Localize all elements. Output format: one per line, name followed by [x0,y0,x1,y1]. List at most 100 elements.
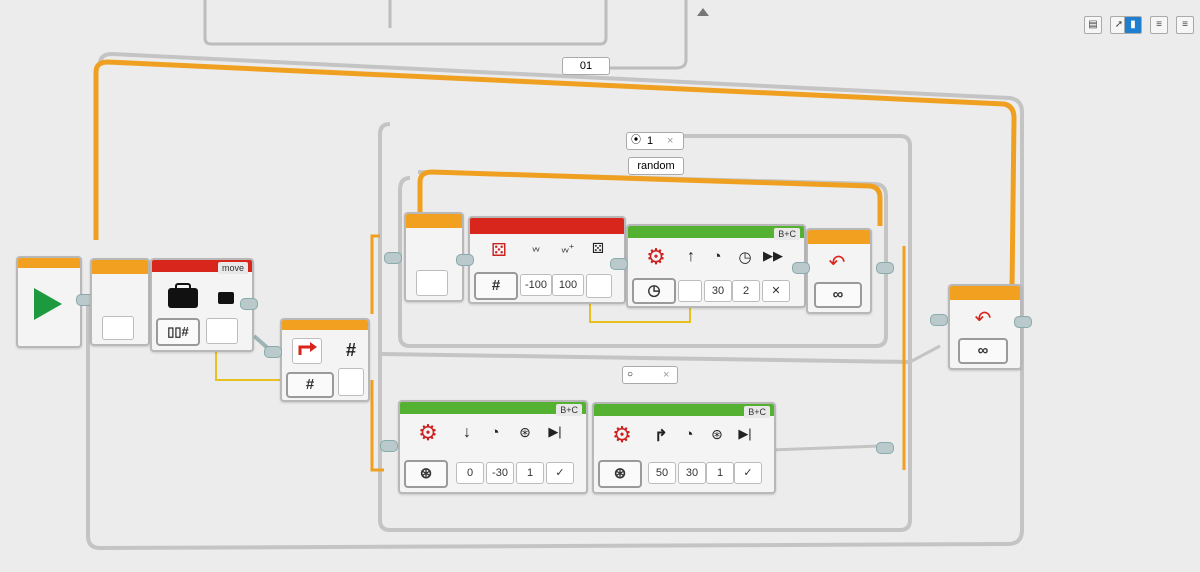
steer-left-mode-selector[interactable]: ⊛ [404,460,448,488]
remove-case-icon[interactable]: × [663,369,670,381]
scroll-up-arrow[interactable] [697,8,709,16]
outer-loop-end-plug-in [930,314,948,326]
seq-wire-4 [909,344,941,364]
book-icon: ▯▯ [167,324,182,339]
switch-input-slot[interactable] [338,368,364,396]
random-block[interactable]: ⚄ ᵥᵥ ᵥᵥ⁺ ⚄ # -100 100 [468,216,626,304]
steer-right-mode-selector[interactable]: ⊛ [598,460,642,488]
random-header [470,218,624,234]
steer-top-port[interactable]: B+C [774,228,800,240]
steer-left-rotations[interactable]: 1 [516,462,544,484]
move-mode-selector[interactable]: ▯▯# [156,318,200,346]
move-steering-block-top[interactable]: B+C ⚙ ↑ ◔ ◷ ▶▶ ◷ 30 2 ✕ [626,224,806,308]
data-wire-random-to-steer [589,300,691,323]
random-output-slot [586,274,612,298]
rotations-icon: ⊛ [519,424,531,440]
steer-top-seconds[interactable]: 2 [732,280,760,302]
inner-loop-end[interactable]: ↶ ∞ [806,228,872,314]
outer-loop-name[interactable]: 01 [562,57,610,75]
outer-loop-end[interactable]: ↶ ∞ [948,284,1022,370]
steer-right-power[interactable]: 30 [678,462,706,484]
seq-wire-3 [769,444,881,452]
steer-top-header [628,226,804,238]
start-header [18,258,80,268]
comment-icon[interactable]: ▤ [1084,16,1102,34]
flow-wire-case-false [370,380,384,472]
switch-divider [379,352,911,364]
inner-loop-frame [398,170,888,348]
move-variable-block[interactable]: move ▯▯# [150,258,254,352]
steer-top-brake[interactable]: ✕ [762,280,790,302]
loop-start-slot [102,316,134,340]
switch-plug [264,346,282,358]
loop-icon: ↶ [828,252,846,274]
inner-case-plug [384,252,402,264]
direction-up-icon: ↑ [687,248,695,265]
zoom-fit-icon[interactable]: ▮ [1124,16,1142,34]
outer-loop-mode[interactable]: ∞ [958,338,1008,364]
brake-icon: ▶| [548,424,562,439]
speed-gauge-icon: ◔ [490,424,500,441]
remove-case-icon[interactable]: × [667,135,674,147]
steer-right-header [594,404,774,416]
radio-icon[interactable]: ○ [627,369,634,380]
direction-down-icon: ↓ [463,424,471,441]
case-selector-2[interactable]: ○ × [622,366,678,384]
steer-right-steering[interactable]: 50 [648,462,676,484]
switch-block[interactable]: # # [280,318,370,402]
random-result-icon: ⚄ [591,240,605,256]
move-plug [240,298,258,310]
steer-top-mode-selector[interactable]: ◷ [632,278,676,304]
steer-top-power[interactable]: 30 [704,280,732,302]
switch-frame [378,122,912,532]
steer-left-steering[interactable]: 0 [456,462,484,484]
data-wire-move-to-switch [215,346,286,381]
steering-motor-icon: ⚙ [612,422,632,447]
steering-motor-icon: ⚙ [646,244,666,269]
list-icon-2[interactable]: ≡ [1176,16,1194,34]
steering-motor-icon: ⚙ [418,420,438,445]
move-mode-symbol: # [181,324,189,339]
play-icon [34,288,62,320]
prev-frame-outer [203,0,608,46]
min-param-icon: ᵥᵥ [532,242,540,254]
inner-loop-name[interactable]: random [628,157,684,175]
inner-loop-start[interactable] [404,212,464,302]
switch-symbol: # [345,340,356,360]
direction-turn-icon: ↱ [654,428,668,445]
outer-loop-start[interactable] [90,258,150,346]
steer-left-port[interactable]: B+C [556,404,582,416]
toolbar: ▤ ➚ ▮ ≡ ≡ [1080,12,1196,40]
inner-loop-end-header [808,230,870,244]
random-max-value[interactable]: 100 [552,274,584,296]
random-min-value[interactable]: -100 [520,274,552,296]
switch-icon [298,342,317,355]
brake-icon: ▶| [738,426,752,441]
steer-top-steering-slot[interactable] [678,280,702,302]
steer-left-power[interactable]: -30 [486,462,514,484]
speed-gauge-icon: ◔ [712,248,722,265]
inner-loop-wire [417,169,883,226]
speed-gauge-icon: ◔ [684,426,694,443]
steer-right-brake[interactable]: ✓ [734,462,762,484]
start-block[interactable] [16,256,82,348]
inner-loop-exit-plug [876,262,894,274]
timer-icon: ◷ [738,249,752,266]
move-steering-block-left[interactable]: B+C ⚙ ↓ ◔ ⊛ ▶| ⊛ 0 -30 1 ✓ [398,400,588,494]
flow-wire-case-true [370,234,380,314]
inner-loop-mode[interactable]: ∞ [814,282,862,308]
outer-loop-wire [93,59,1017,291]
steer-left-brake[interactable]: ✓ [546,462,574,484]
steer-right-rotations[interactable]: 1 [706,462,734,484]
inner-loop-start-header [406,214,462,228]
list-icon[interactable]: ≡ [1150,16,1168,34]
switch-mode-selector[interactable]: # [286,372,334,398]
random-mode-selector[interactable]: # [474,272,518,300]
brake-icon: ▶▶ [763,248,783,263]
steer-right-port[interactable]: B+C [744,406,770,418]
case-selector[interactable]: ⦿ 1 × [626,132,684,150]
radio-icon[interactable]: ⦿ [631,135,641,146]
move-steering-block-right[interactable]: B+C ⚙ ↱ ◔ ⊛ ▶| ⊛ 50 30 1 ✓ [592,402,776,494]
move-value-slot[interactable] [206,318,238,344]
bottom-case-exit-plug [876,442,894,454]
